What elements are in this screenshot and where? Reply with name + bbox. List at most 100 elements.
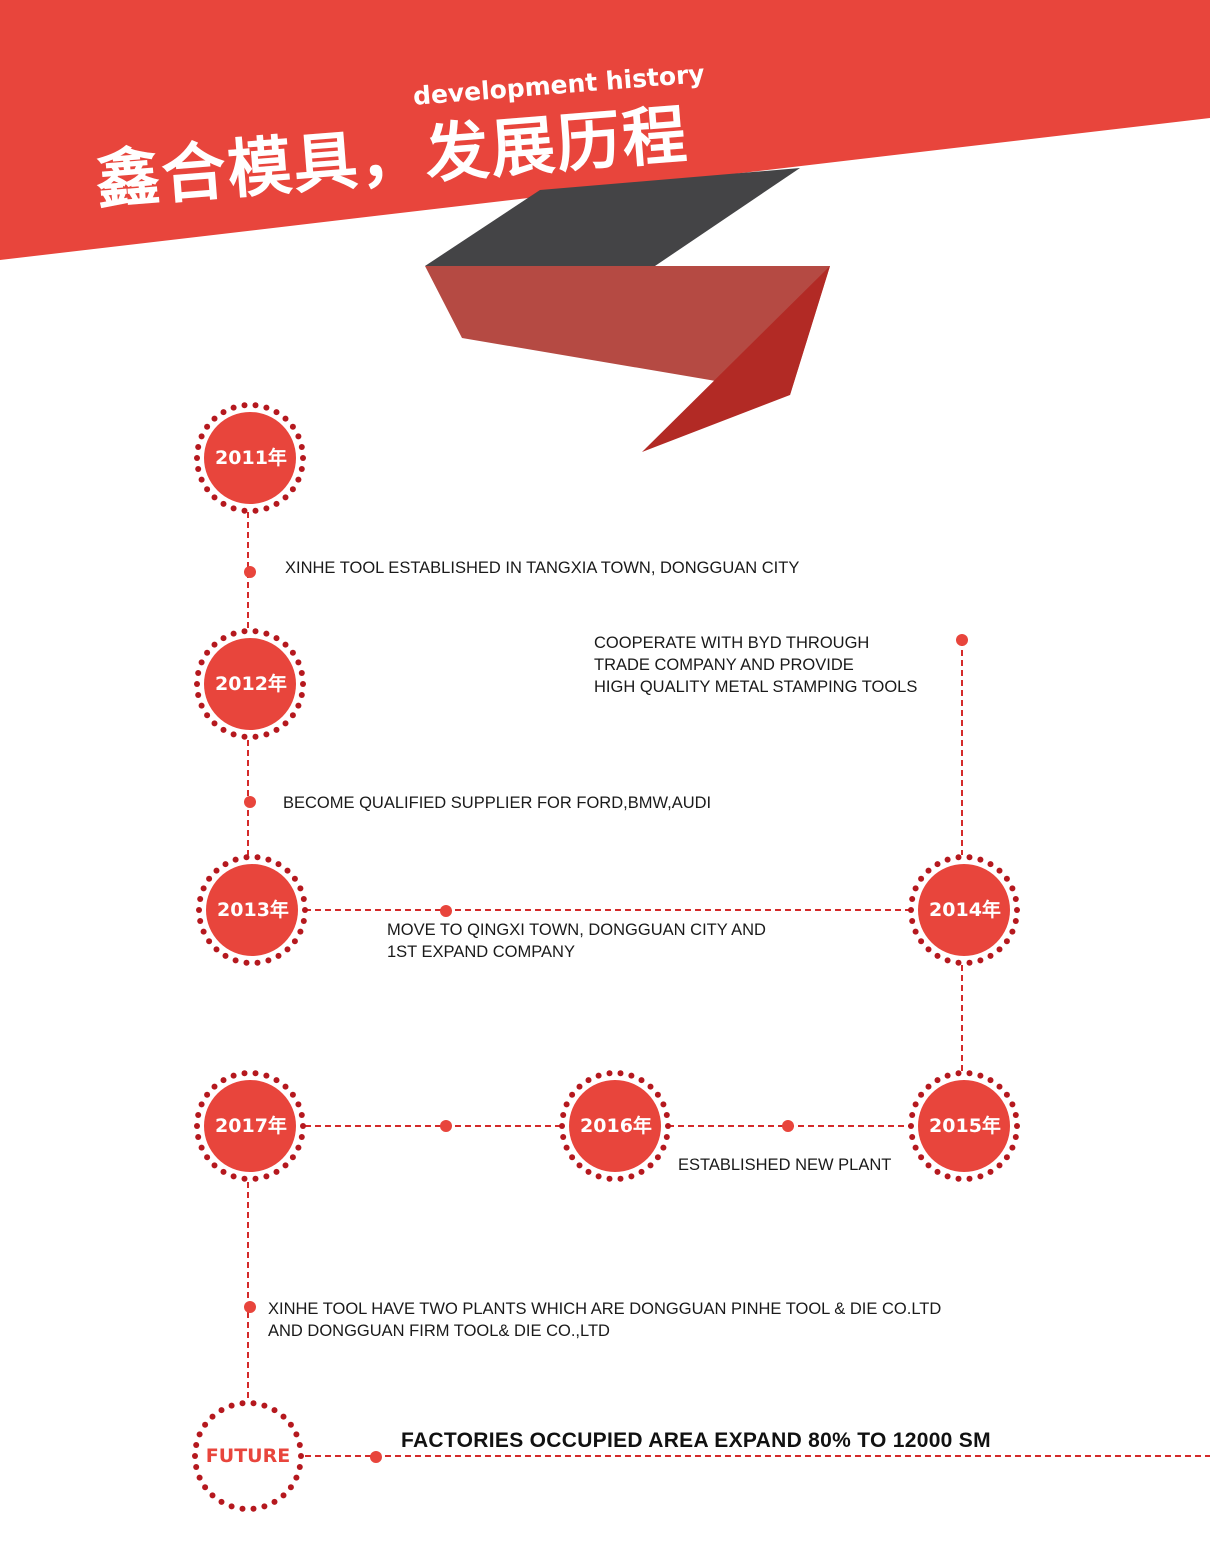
node-2011-ring-dot [252,507,259,514]
node-2012-ring-dot [300,681,306,687]
node-2016-ring-dot [563,1144,570,1151]
node-future-ring-dot [296,1464,303,1470]
node-future-ring-dot [228,1503,235,1510]
node-2011-ring-dot [298,466,305,472]
node-2015-ring-dot [1009,1101,1016,1108]
node-2012-ring-dot [204,712,211,719]
node-2015-ring-dot [1012,1112,1019,1118]
node-2017-ring-dot [282,1162,289,1169]
node-2012-ring-dot [230,731,237,738]
node-2013-ring-dot [206,938,213,945]
node-2011-ring-dot [273,409,280,416]
node-2016-ring-dot [660,1101,667,1108]
node-2011-ring-dot [282,494,289,501]
node-2014-ring-dot [1012,896,1019,902]
node-2015-ring-dot [918,1154,925,1161]
node-2014-ring-dot [1003,938,1010,945]
node-2012-ring-dot [198,659,205,666]
year-2014-label: 2014年 [929,899,1001,921]
node-2015-ring-dot [912,1144,919,1151]
node-2016-ring-dot [595,1072,602,1079]
node-2016-ring-dot [576,1162,583,1169]
node-2014-ring-dot [944,856,951,863]
node-2013-ring-dot [284,946,291,953]
node-2011-ring-dot [220,409,227,416]
node-2015-ring-dot [912,1101,919,1108]
node-2017-ring-dot [195,1134,202,1140]
dot-2016 [440,1120,452,1132]
node-2012-ring-dot [263,630,270,637]
node-2012-ring-dot [282,641,289,648]
node-future-ring-dot [239,1400,246,1407]
node-2012-ring-dot [204,649,211,656]
node-2015-ring-dot [925,1083,932,1090]
node-2017-ring-dot [204,1154,211,1161]
node-2016-ring-dot [576,1083,583,1090]
node-2013-ring-dot [302,907,308,913]
node-2014-ring-dot [977,957,984,964]
node-2015-ring-dot [996,1162,1003,1169]
node-2012-ring-dot [241,628,248,635]
node-2011-ring-dot [273,500,280,507]
node-2016-fill [569,1080,661,1172]
node-2017-ring-dot [194,1123,200,1129]
event-2013-line1: MOVE TO QINGXI TOWN, DONGGUAN CITY AND [387,921,766,939]
node-2011-ring-dot [230,404,237,411]
node-2017-ring-dot [289,1091,296,1098]
node-2014-ring-dot [934,861,941,868]
node-2017-ring-dot [241,1175,248,1182]
node-2016-ring-dot [628,1072,635,1079]
node-2011-ring-dot [204,423,211,430]
node-2015-fill [918,1080,1010,1172]
node-2017-ring-dot [263,1072,270,1079]
node-2015-ring-dot [955,1070,962,1077]
node-future-ring-dot [250,1400,257,1407]
node-2015-ring-dot [934,1077,941,1084]
node-2014-ring-dot [918,938,925,945]
node-2016-ring-dot [606,1070,613,1077]
node-future-ring-dot [287,1421,294,1428]
node-2013-ring-dot [243,959,250,966]
node-2014-ring-dot [925,946,932,953]
event-2013-line2: 1ST EXPAND COMPANY [387,943,575,961]
node-2015-ring-dot [1003,1091,1010,1098]
node-future-ring-dot [250,1505,257,1512]
node-future-ring-dot [298,1453,304,1459]
year-2012-label: 2012年 [215,673,287,695]
node-2017-ring-dot [289,1154,296,1161]
node-2013-ring-dot [254,854,261,861]
node-2016-ring-dot [654,1154,661,1161]
node-2012-ring-dot [211,720,218,727]
node-2014-ring-dot [1003,875,1010,882]
node-2012-ring-dot [195,692,202,698]
node-2017-ring-dot [252,1175,259,1182]
node-2017-ring-dot [295,1144,302,1151]
node-2016-ring-dot [665,1123,671,1129]
node-future-ring-dot [202,1421,209,1428]
node-2017-ring-dot [273,1168,280,1175]
node-2017-ring-dot [198,1101,205,1108]
node-2016-ring-dot [654,1091,661,1098]
node-2012-fill [204,638,296,730]
node-2013-ring-dot [291,938,298,945]
ribbon-mid-band [425,266,830,395]
year-2011-label: 2011年 [215,447,287,469]
node-2017-ring-dot [230,1072,237,1079]
node-2013-ring-dot [196,907,202,913]
node-2011-ring-dot [295,476,302,483]
node-2013-ring-dot [297,928,304,935]
node-2017-ring-dot [263,1173,270,1180]
node-2011-ring-dot [241,402,248,409]
node-2011-ring-dot [198,433,205,440]
year-2013-label: 2013年 [217,899,289,921]
node-2011-ring-dot [211,415,218,422]
node-2015-ring-dot [996,1083,1003,1090]
node-2016-ring-dot [569,1091,576,1098]
node-2017-ring-dot [211,1083,218,1090]
node-2014-ring-dot [912,928,919,935]
node-2015-ring-dot [944,1072,951,1079]
node-2014-ring-dot [996,946,1003,953]
dot-2012 [244,796,256,808]
node-2017-ring-dot [298,1112,305,1118]
